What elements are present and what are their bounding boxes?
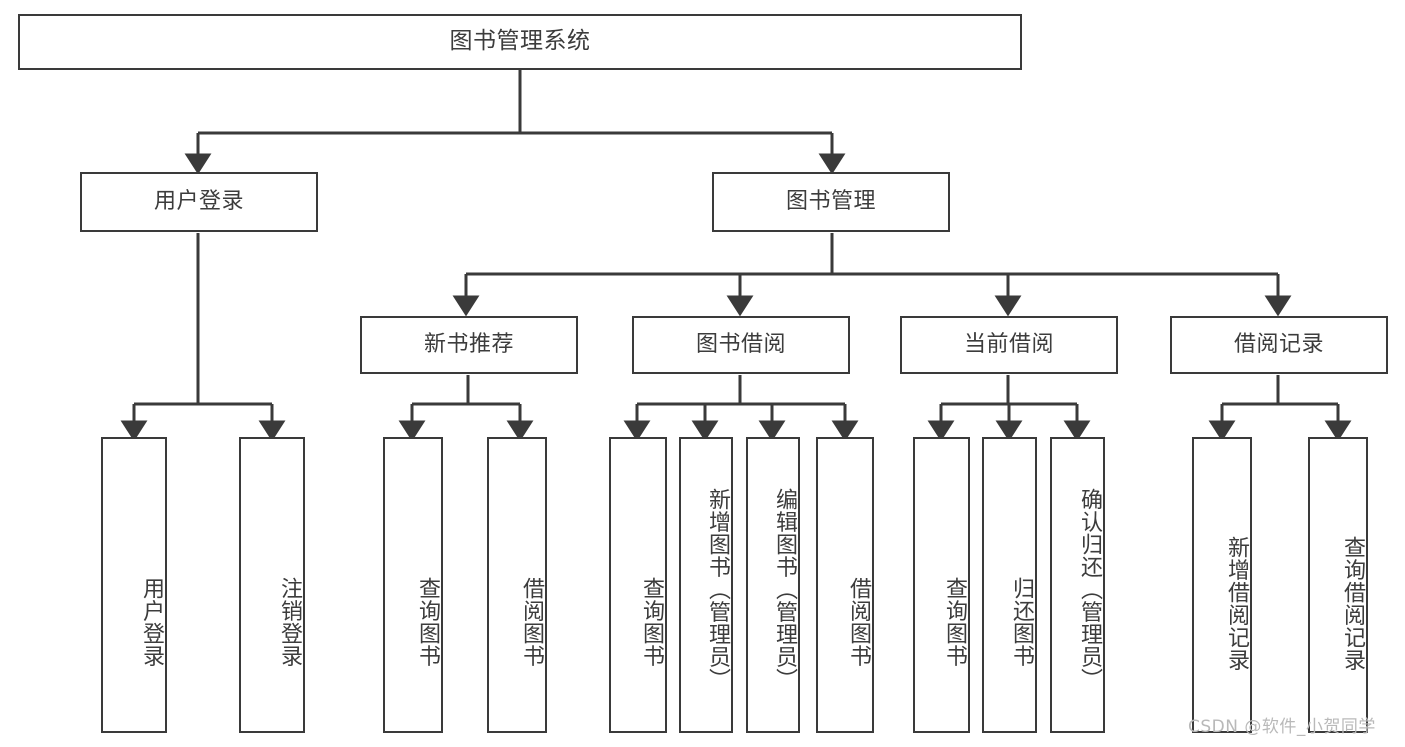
node-current-borrow[interactable]: 当前借阅 — [900, 316, 1118, 374]
leaf-add-book-admin[interactable]: 新增图书（管理员） — [679, 437, 733, 733]
leaf-query-book-recommend[interactable]: 查询图书 — [383, 437, 443, 733]
node-book-borrow[interactable]: 图书借阅 — [632, 316, 850, 374]
leaf-query-borrow-record[interactable]: 查询借阅记录 — [1308, 437, 1368, 733]
node-root-system[interactable]: 图书管理系统 — [18, 14, 1022, 70]
leaf-return-book[interactable]: 归还图书 — [982, 437, 1037, 733]
leaf-borrow-book-borrow[interactable]: 借阅图书 — [816, 437, 874, 733]
leaf-confirm-return-admin[interactable]: 确认归还（管理员） — [1050, 437, 1105, 733]
node-borrow-record[interactable]: 借阅记录 — [1170, 316, 1388, 374]
leaf-add-borrow-record[interactable]: 新增借阅记录 — [1192, 437, 1252, 733]
node-new-book-recommend[interactable]: 新书推荐 — [360, 316, 578, 374]
leaf-borrow-book-recommend[interactable]: 借阅图书 — [487, 437, 547, 733]
leaf-user-login[interactable]: 用户登录 — [101, 437, 167, 733]
leaf-query-book-current[interactable]: 查询图书 — [913, 437, 970, 733]
csdn-watermark: CSDN @软件_小贺同学 — [1188, 717, 1376, 737]
node-user-login[interactable]: 用户登录 — [80, 172, 318, 232]
leaf-query-book-borrow[interactable]: 查询图书 — [609, 437, 667, 733]
leaf-edit-book-admin[interactable]: 编辑图书（管理员） — [746, 437, 800, 733]
leaf-user-logout[interactable]: 注销登录 — [239, 437, 305, 733]
node-book-manage[interactable]: 图书管理 — [712, 172, 950, 232]
